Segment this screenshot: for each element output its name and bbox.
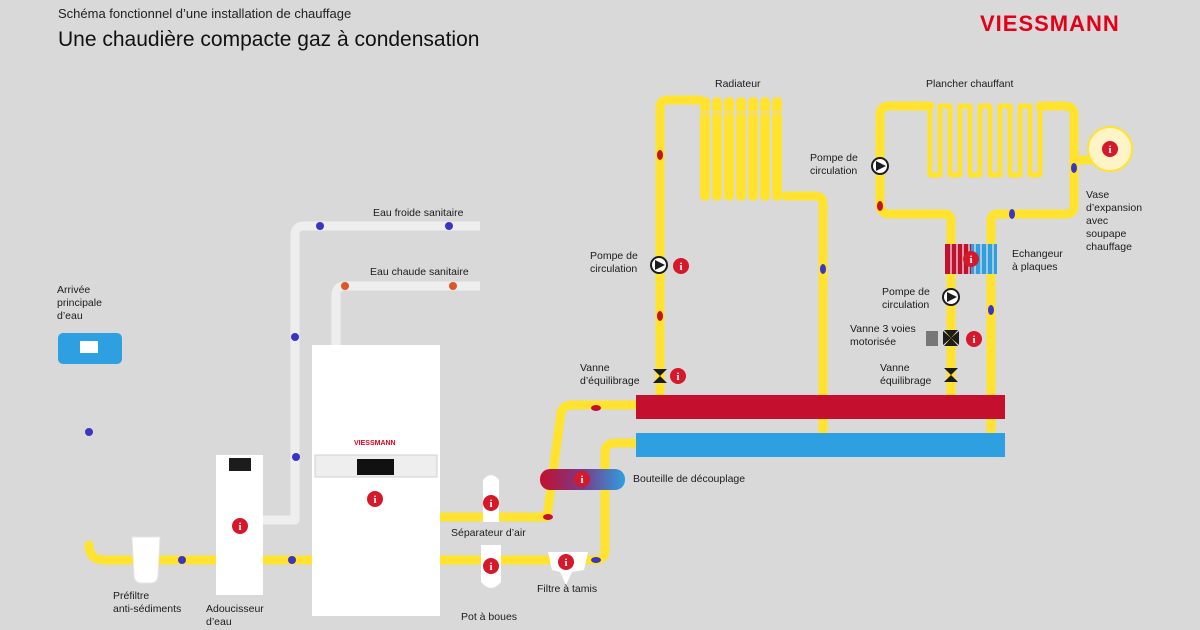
supply-main-pipe [84, 540, 317, 565]
circulation-pumps [650, 157, 960, 306]
info-glyph: i [489, 498, 492, 510]
boiler-display [357, 459, 394, 475]
hot-water-dots [341, 282, 457, 290]
boiler-logo: VIESSMANN [354, 440, 396, 447]
hot-sanitary-pipe [331, 281, 480, 346]
info-glyph: i [972, 334, 975, 346]
label-vanne-3-voies: Vanne 3 voies motorisée [850, 323, 916, 348]
cold-water-dots [85, 222, 453, 564]
label-pompe-radiateur: Pompe de circulation [590, 250, 638, 275]
info-softener-icon [232, 518, 248, 534]
info-glyph: i [238, 521, 241, 533]
label-vanne-equilibrage-2: Vanne équilibrage [880, 362, 932, 387]
page-title: Une chaudière compacte gaz à condensatio… [58, 28, 480, 51]
info-markers[interactable] [232, 141, 1118, 574]
label-echangeur: Echangeur à plaques [1012, 248, 1063, 273]
info-air-separator-icon [483, 495, 499, 511]
water-inlet-display [80, 341, 98, 353]
floor-heating-coil [927, 103, 1043, 178]
info-glyph: i [679, 261, 682, 273]
label-eau-froide: Eau froide sanitaire [373, 207, 464, 219]
viessmann-logo: VIESSMANN [980, 11, 1120, 36]
info-strainer-icon [558, 554, 574, 570]
info-three-way-valve-icon [966, 331, 982, 347]
info-vessel-icon [1102, 141, 1118, 157]
label-pompe-plancher: Pompe de circulation [810, 152, 858, 177]
plate-heat-exchanger [945, 244, 997, 274]
hot-collector [636, 395, 1005, 419]
info-bottle-icon [574, 471, 590, 487]
label-arrivee: Arrivée principale d’eau [57, 284, 102, 322]
boiler [312, 345, 440, 616]
label-filtre: Filtre à tamis [537, 583, 598, 595]
info-glyph: i [564, 557, 567, 569]
info-pump-radiator-icon [673, 258, 689, 274]
label-bouteille: Bouteille de découplage [633, 473, 746, 485]
balancing-valve-1-icon [653, 369, 667, 383]
balancing-valve-2-icon [944, 368, 958, 382]
label-plancher: Plancher chauffant [926, 78, 1014, 90]
label-separateur: Séparateur d’air [451, 527, 526, 539]
cold-collector [636, 433, 1005, 457]
label-vase: Vase d’expansion avec soupape chauffage [1086, 189, 1143, 253]
radiator-return-pipe [781, 191, 828, 437]
label-adoucisseur: Adoucisseur d’eau [206, 603, 264, 628]
info-glyph: i [1108, 144, 1111, 156]
prefilter [131, 536, 161, 584]
info-glyphs: i i i i i i i i i i i [238, 144, 1111, 573]
info-glyph: i [373, 494, 376, 506]
radiator-flow-pipe [655, 95, 705, 403]
label-pot-boues: Pot à boues [461, 611, 518, 623]
label-pompe-secondaire: Pompe de circulation [882, 286, 930, 311]
info-glyph: i [969, 254, 972, 266]
info-exchanger-icon [963, 251, 979, 267]
info-boiler-icon [367, 491, 383, 507]
cold-sanitary-pipe [262, 221, 480, 525]
info-glyph: i [489, 561, 492, 573]
page-subtitle: Schéma fonctionnel d’une installation de… [58, 6, 352, 21]
floor-return-pipe [986, 101, 1079, 437]
boiler-flow-pipe [435, 400, 641, 522]
info-balancing-valve-icon [670, 368, 686, 384]
floor-flow-pipe [875, 101, 956, 403]
label-prefiltre: Préfiltre anti-sédiments [113, 590, 182, 615]
radiator [694, 97, 788, 201]
softener-display [229, 458, 251, 471]
info-glyph: i [580, 474, 583, 486]
info-sludge-pot-icon [483, 558, 499, 574]
label-eau-chaude: Eau chaude sanitaire [370, 266, 469, 278]
info-glyph: i [676, 371, 679, 383]
label-radiateur: Radiateur [715, 78, 761, 90]
label-vanne-equilibrage-1: Vanne d’équilibrage [580, 362, 640, 387]
three-way-valve-icon [926, 330, 959, 346]
flow-drops [543, 150, 1077, 563]
boiler-return-pipe [435, 438, 641, 565]
